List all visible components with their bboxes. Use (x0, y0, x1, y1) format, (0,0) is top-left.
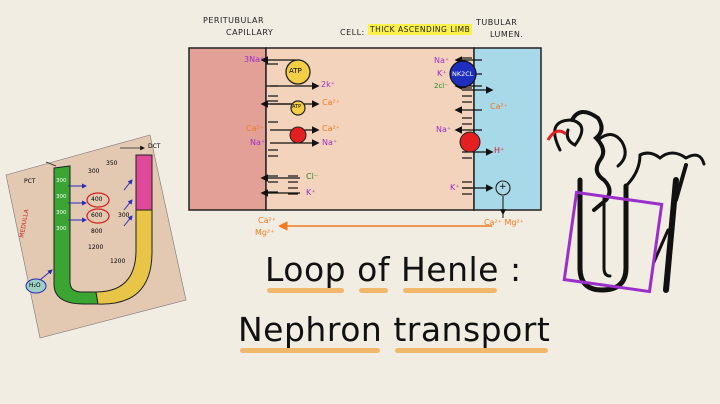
label-nkcc: NK2CL (452, 70, 474, 78)
title-colon: : (509, 250, 522, 289)
label-2k: 2k⁺ (321, 80, 335, 89)
capillary-block (188, 47, 267, 211)
title-word-of: of (357, 250, 390, 289)
label-plus: + (499, 182, 507, 192)
nephron-v300a: 300 (56, 178, 67, 184)
atp-pump-small (290, 100, 306, 116)
label-ca-left: Ca²⁺ (246, 124, 264, 133)
title-word-loop: Loop (265, 250, 347, 289)
label-lumen-k2: K⁺ (450, 183, 460, 192)
nephron-v1200a: 1200 (88, 244, 104, 251)
cell-header-highlight: THICK ASCENDING LIMB (368, 24, 473, 35)
nephron-v350: 350 (106, 160, 118, 167)
label-lumen-ca: Ca²⁺ (490, 102, 508, 111)
title-word-henle: Henle (400, 250, 499, 289)
nephron-dct: DCT (148, 143, 161, 150)
nephron-v400: 400 (91, 196, 103, 203)
label-3na: 3Na⁺ (244, 55, 265, 64)
na-h-exchanger (459, 131, 481, 153)
peritubular-header-2: CAPILLARY (226, 28, 274, 37)
ca-channel-red (289, 126, 307, 144)
ascending-limb (95, 209, 153, 305)
lumen-header-1: TUBULAR (476, 18, 518, 27)
label-atp-small: ATP (292, 104, 302, 110)
title-line-2: Nephron transport (238, 310, 550, 349)
label-lumen-k: K⁺ (437, 69, 447, 78)
cell-header-prefix: CELL: (340, 28, 365, 37)
nephron-v300b: 300 (56, 194, 67, 200)
nephron-v300c: 300 (56, 210, 67, 216)
label-lumen-2cl: 2cl⁻ (434, 82, 448, 90)
title-word-transport: transport (393, 310, 551, 349)
label-lumen-na2: Na⁺ (436, 125, 452, 134)
nephron-v300f: 300 (118, 212, 130, 219)
label-ca-mid: Ca²⁺ (322, 124, 340, 133)
lumen-block (473, 47, 542, 211)
nephron-v300d: 300 (56, 226, 67, 232)
nephron-v1200b: 1200 (110, 258, 126, 265)
title-word-nephron: Nephron (238, 310, 383, 349)
label-lumen-na: Na⁺ (434, 56, 450, 65)
nephron-v300e: 300 (88, 168, 100, 175)
label-na-left: Na⁺ (250, 138, 266, 147)
nephron-h2o: H₂O (29, 282, 41, 289)
nephron-v600: 600 (91, 212, 103, 219)
label-na-right: Na⁺ (322, 138, 338, 147)
nkcc-cotransporter (449, 60, 477, 88)
glomerulus-red (546, 129, 567, 141)
positive-charge-marker (495, 180, 511, 196)
label-lumen-h: H⁺ (494, 146, 505, 155)
focus-box (562, 190, 664, 294)
label-atp-large: ATP (289, 67, 302, 75)
label-k-cell: K⁺ (306, 188, 316, 197)
label-cl: Cl⁻ (306, 172, 319, 181)
nephron-panel (5, 134, 187, 339)
label-bottom-left-mg: Mg²⁺ (255, 228, 275, 237)
title-line-1: Loop of Henle : (265, 250, 522, 289)
label-ca-cell: Ca²⁺ (322, 98, 340, 107)
nephron-v800: 800 (91, 228, 103, 235)
nephron-sketch (553, 110, 706, 293)
label-bottom-right: Ca²⁺ Mg²⁺ (484, 218, 524, 227)
dct-segment (135, 154, 153, 211)
peritubular-header-1: PERITUBULAR (203, 16, 265, 25)
label-bottom-left-ca: Ca²⁺ (258, 216, 276, 225)
lumen-header-2: LUMEN. (490, 30, 524, 39)
nephron-pct: PCT (24, 178, 36, 185)
atp-pump-large (285, 59, 311, 85)
